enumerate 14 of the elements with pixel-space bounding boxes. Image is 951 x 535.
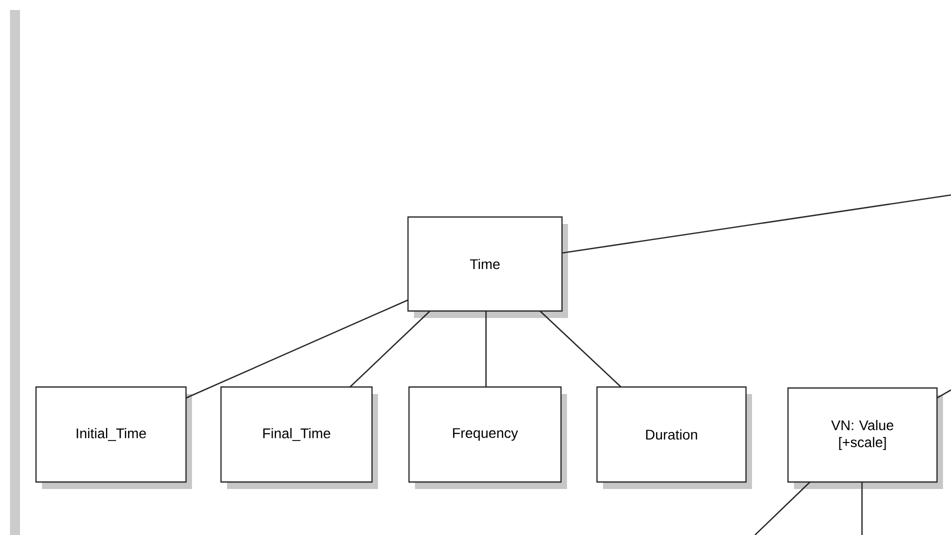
entity-box: Time: [407, 216, 568, 318]
entity-box: Duration: [596, 386, 752, 489]
connector-line: [485, 310, 487, 387]
entity-box: Frequency: [408, 386, 567, 489]
connector-line: [754, 482, 810, 535]
entity-box: Initial_Time: [35, 386, 192, 489]
entity-box: VN: Value [+scale]: [787, 387, 943, 489]
entity-box: Final_Time: [220, 386, 378, 489]
connector-line: [861, 482, 863, 535]
connector-line: [186, 299, 408, 399]
connector-line: [936, 389, 951, 399]
connector-line: [562, 194, 951, 254]
connector-line: [350, 310, 430, 388]
connector-line: [540, 310, 622, 388]
